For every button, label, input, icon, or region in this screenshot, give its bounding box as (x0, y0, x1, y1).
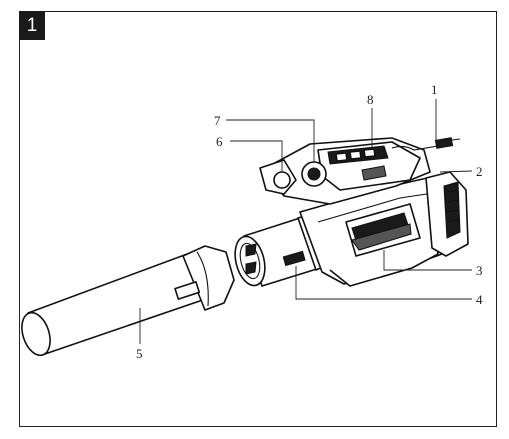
leader-2 (439, 170, 473, 173)
leader-6 (230, 140, 283, 172)
speed-knob (301, 161, 327, 187)
callout-3: 3 (476, 263, 483, 278)
nozzle-tube (21, 245, 235, 357)
callout-5: 5 (136, 346, 143, 361)
callout-8: 8 (367, 92, 374, 107)
callout-6: 6 (216, 134, 223, 149)
callout-4: 4 (476, 292, 483, 307)
callout-1: 1 (431, 82, 438, 97)
lock-button (259, 159, 297, 195)
leader-7 (226, 119, 315, 162)
figure-number-badge: 1 (19, 11, 45, 40)
callout-leaders (139, 99, 473, 344)
figure-frame (19, 11, 497, 427)
trigger-switch (327, 145, 389, 181)
battery-pack (425, 171, 469, 257)
leader-4 (295, 266, 472, 300)
callout-7: 7 (214, 113, 221, 128)
charging-cord (391, 137, 461, 151)
handle-assembly (259, 137, 461, 205)
leader-3 (383, 250, 472, 271)
callout-2: 2 (476, 164, 483, 179)
